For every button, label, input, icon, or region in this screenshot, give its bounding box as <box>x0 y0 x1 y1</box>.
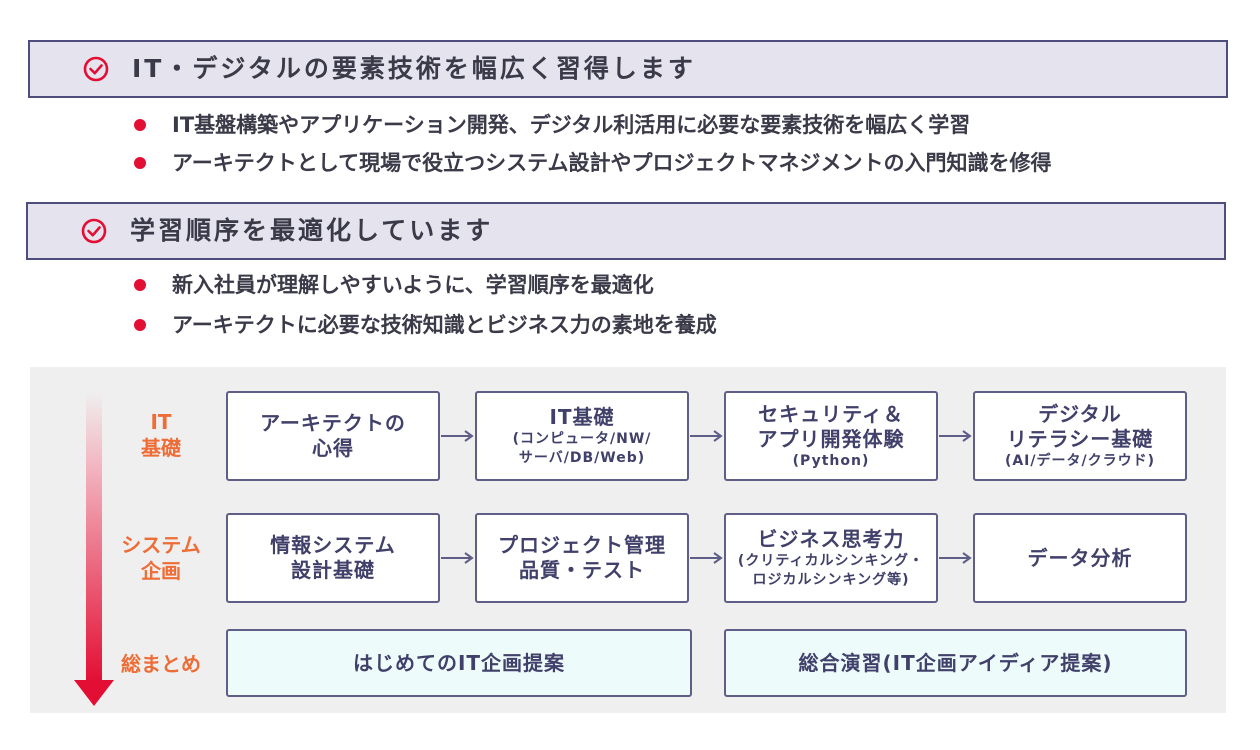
bullet-text: アーキテクトとして現場で役立つシステム設計やプロジェクトマネジメントの入門知識を… <box>172 151 1052 175</box>
course-title: データ分析 <box>1027 545 1133 570</box>
course-title: セキュリティ＆ <box>758 401 904 426</box>
course-title: 総合演習(IT企画アイディア提案) <box>798 650 1113 675</box>
section-title: IT・デジタルの要素技術を幅広く習得します <box>132 54 696 83</box>
row-label-summary: 総まとめ <box>112 651 210 677</box>
row-label-line: IT <box>150 410 172 434</box>
course-title: リテラシー基礎 <box>1006 426 1154 451</box>
section-title: 学習順序を最適化しています <box>130 216 494 245</box>
arrow-right-icon <box>441 552 474 564</box>
row-label-line: 総まとめ <box>121 652 201 676</box>
course-box: プロジェクト管理 品質・テスト <box>475 513 689 603</box>
course-box: アーキテクトの 心得 <box>226 391 440 481</box>
course-title: プロジェクト管理 <box>498 533 666 557</box>
course-subtitle: (AI/データ/クラウド) <box>1004 452 1156 469</box>
bullet-dot <box>134 279 146 291</box>
row-label-system-planning: システム 企画 <box>112 532 210 584</box>
row-label-it-basics: IT 基礎 <box>118 409 204 461</box>
bullet-dot <box>134 119 146 131</box>
course-box: IT基礎 (コンピュータ/NW/ サーバ/DB/Web) <box>475 391 689 481</box>
course-box: ビジネス思考力 (クリティカルシンキング・ ロジカルシンキング等) <box>724 513 938 603</box>
bullet-text: IT基盤構築やアプリケーション開発、デジタル利活用に必要な要素技術を幅広く学習 <box>172 113 971 137</box>
down-arrow-icon <box>74 392 114 706</box>
course-title: IT基礎 <box>549 404 615 429</box>
arrow-right-icon <box>939 552 972 564</box>
summary-box: はじめてのIT企画提案 <box>226 629 692 697</box>
course-box: 情報システム 設計基礎 <box>226 513 440 603</box>
course-title: アーキテクトの <box>260 411 406 435</box>
section-header-2: 学習順序を最適化しています <box>26 202 1226 260</box>
course-title: ビジネス思考力 <box>757 526 905 551</box>
course-title: 品質・テスト <box>519 558 645 582</box>
check-circle-icon <box>81 218 107 244</box>
arrow-right-icon <box>441 430 474 442</box>
course-subtitle: ロジカルシンキング等) <box>752 571 910 588</box>
section-header-1: IT・デジタルの要素技術を幅広く習得します <box>28 40 1228 98</box>
course-title: アプリ開発体験 <box>757 426 905 451</box>
course-box: デジタル リテラシー基礎 (AI/データ/クラウド) <box>973 391 1187 481</box>
course-title: はじめてのIT企画提案 <box>352 650 566 675</box>
bullet-text: アーキテクトに必要な技術知識とビジネス力の素地を養成 <box>172 313 717 337</box>
arrow-right-icon <box>690 552 723 564</box>
course-title: 心得 <box>312 436 354 460</box>
course-title: 情報システム <box>270 533 396 557</box>
course-subtitle: (クリティカルシンキング・ <box>737 552 925 569</box>
arrow-right-icon <box>939 430 972 442</box>
check-circle-icon <box>83 56 109 82</box>
course-title: 設計基礎 <box>291 558 375 582</box>
row-label-line: 基礎 <box>141 436 181 460</box>
bullet-dot <box>134 319 146 331</box>
course-subtitle: (コンピュータ/NW/ <box>512 430 652 447</box>
course-subtitle: サーバ/DB/Web) <box>518 449 646 466</box>
row-label-line: 企画 <box>141 559 181 583</box>
arrow-right-icon <box>690 430 723 442</box>
bullet-text: 新入社員が理解しやすいように、学習順序を最適化 <box>172 273 654 297</box>
summary-box: 総合演習(IT企画アイディア提案) <box>724 629 1187 697</box>
course-box: セキュリティ＆ アプリ開発体験 (Python) <box>724 391 938 481</box>
row-label-line: システム <box>121 533 201 557</box>
course-title: デジタル <box>1038 401 1122 426</box>
bullet-dot <box>134 157 146 169</box>
course-subtitle: (Python) <box>792 452 870 469</box>
course-box: データ分析 <box>973 513 1187 603</box>
